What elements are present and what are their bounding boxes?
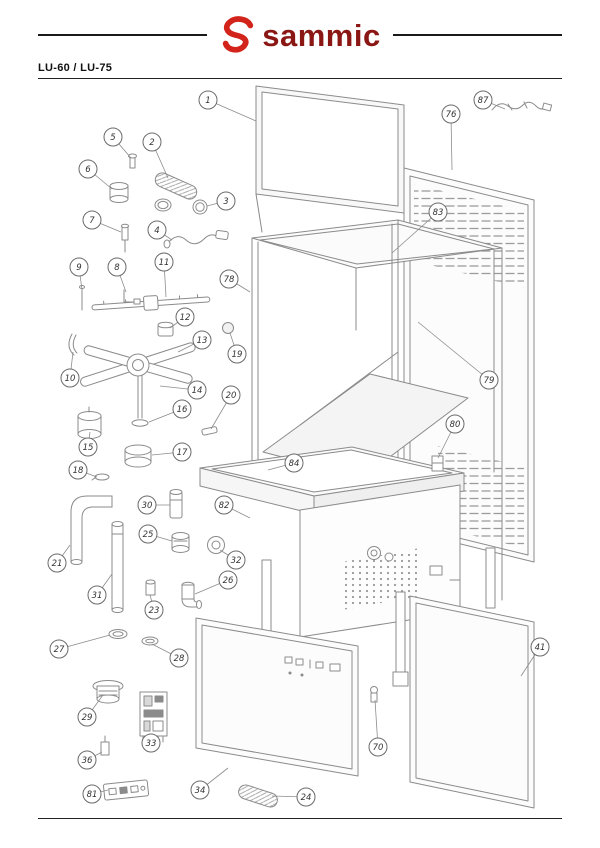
wash-tank [199,446,465,515]
spray-arm-assembly [80,294,211,468]
control-icons [284,656,341,677]
base-cabinet-right-panel [409,595,535,809]
header-rule-left [38,34,208,36]
door-panel [255,85,413,247]
brand-header: sammic [38,16,562,54]
brand-s-swoosh-icon [223,16,254,53]
bottom-rule [38,818,562,819]
brand-logo: sammic [219,16,380,54]
brand-wordmark: sammic [262,17,381,53]
model-label: LU-60 / LU-75 [38,62,113,74]
model-rule [38,78,562,79]
base-panel-front [195,617,359,777]
header-rule-right [392,34,562,36]
